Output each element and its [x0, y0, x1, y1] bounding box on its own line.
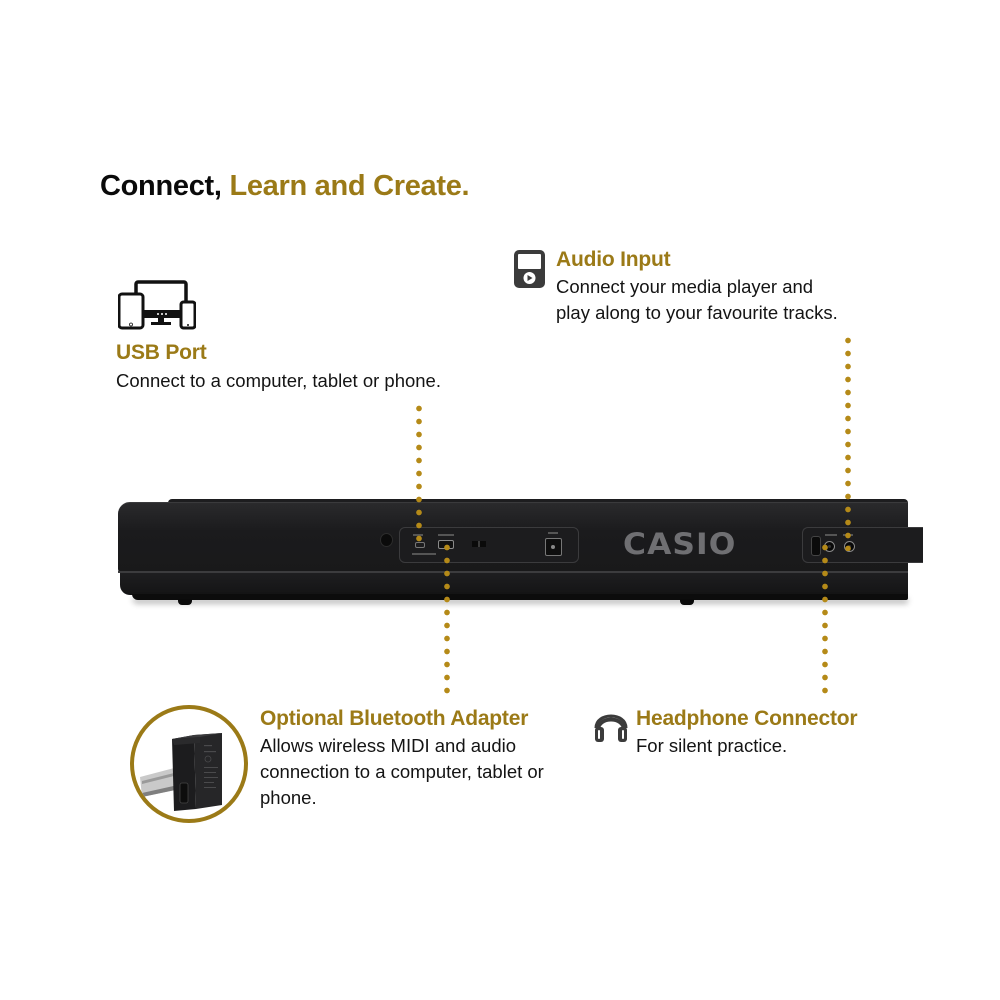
connector-panel-left: [399, 527, 579, 563]
usb-port-heading: USB Port: [116, 341, 207, 364]
audio-input-heading: Audio Input: [556, 248, 671, 271]
headphone-connector-heading: Headphone Connector: [636, 707, 858, 730]
bluetooth-adapter-icon: [140, 733, 222, 811]
bluetooth-adapter-heading: Optional Bluetooth Adapter: [260, 707, 529, 730]
bluetooth-adapter-image: [130, 705, 248, 823]
headphones-icon: [594, 714, 628, 742]
usb-connector-dotted-line: [416, 402, 422, 544]
keyboard-lower-body: [120, 573, 908, 595]
bluetooth-adapter-description: Allows wireless MIDI and audio connectio…: [260, 733, 544, 811]
keyboard-foot: [680, 599, 694, 605]
media-player-icon: [514, 250, 545, 288]
audio-input-description-line: Connect your media player and: [556, 276, 814, 297]
devices-icon: [118, 280, 196, 330]
keyboard-foot: [178, 599, 192, 605]
headphone-connector-description: For silent practice.: [636, 735, 788, 756]
audio-input-description: Connect your media player and play along…: [556, 274, 838, 326]
bluetooth-description-line: connection to a computer, tablet or: [260, 761, 544, 782]
bluetooth-description-line: Allows wireless MIDI and audio: [260, 735, 517, 756]
casio-logo: CASIO: [623, 527, 737, 561]
keyboard-body: CASIO: [118, 502, 923, 573]
headphone-connector-dotted-line: [822, 541, 828, 696]
page-title: Connect, Learn and Create.: [100, 170, 470, 203]
screw-hole: [380, 533, 393, 547]
audio-input-connector-dotted-line: [845, 334, 851, 551]
bluetooth-connector-dotted-line: [444, 541, 450, 696]
port-label: [412, 553, 436, 555]
port-label: [548, 532, 558, 534]
connector-panel-right: [802, 527, 923, 563]
title-part-connect: Connect,: [100, 170, 222, 202]
port-label: [438, 534, 454, 536]
usb-port-description: Connect to a computer, tablet or phone.: [116, 370, 441, 391]
switch: [472, 541, 486, 547]
audio-input-description-line: play along to your favourite tracks.: [556, 302, 838, 323]
power-dc-in-jack: [545, 538, 562, 556]
port-label: [825, 534, 837, 536]
keyboard-seam: [118, 571, 908, 573]
keyboard-rear-panel: CASIO: [118, 499, 923, 605]
title-part-learn-create: Learn and Create.: [229, 170, 470, 202]
keyboard-base: [132, 594, 908, 600]
volume-knob: [811, 536, 821, 556]
bluetooth-description-line: phone.: [260, 787, 317, 808]
